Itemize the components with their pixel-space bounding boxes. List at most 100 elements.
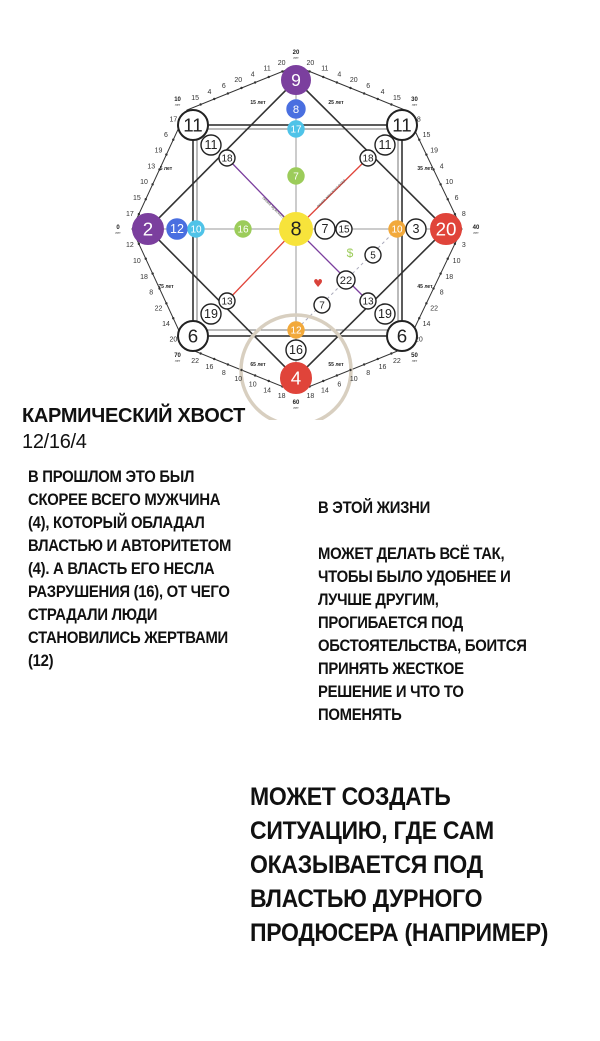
mid-age-label: 35 лет (417, 166, 433, 172)
edge-number: 10 (445, 179, 453, 186)
edge-tick (158, 168, 161, 171)
edge-tick (240, 368, 243, 372)
mid-age-label: 5 лет (160, 166, 173, 172)
matrix-node-tl: 11 (177, 109, 209, 141)
this-life-title: В ЭТОЙ ЖИЗНИ (318, 499, 431, 517)
node-circle (218, 149, 236, 167)
age-unit: лет (412, 103, 418, 107)
edge-number: 20 (415, 337, 423, 344)
edge-number: 15 (133, 195, 141, 202)
edge-number: 13 (147, 163, 155, 170)
edge-number: 14 (162, 321, 170, 328)
edge-number: 20 (307, 60, 315, 67)
edge-number: 20 (278, 60, 286, 67)
edge-number: 10 (234, 376, 242, 383)
node-value: 19 (378, 307, 392, 321)
age-unit: лет (412, 359, 418, 363)
node-circle (177, 109, 209, 141)
node-circle (386, 320, 418, 352)
edge-number: 20 (234, 77, 242, 84)
node-circle (314, 218, 336, 240)
edge-tick (267, 75, 270, 79)
edge-number: 4 (251, 71, 255, 78)
edge-tick (439, 183, 442, 186)
edge-tick (213, 97, 216, 101)
edge-tick (362, 363, 366, 366)
node-value: 8 (293, 104, 299, 116)
node-circle (177, 320, 209, 352)
edge-tick (308, 70, 311, 73)
matrix-node-tl3: 18 (218, 149, 236, 167)
node-circle (281, 65, 311, 95)
edge-number: 4 (381, 89, 385, 96)
node-circle (430, 213, 462, 245)
edge-tick (432, 287, 435, 290)
node-value: 12 (290, 325, 302, 336)
node-value: 2 (143, 218, 153, 239)
mid-age-label: 65 лет (250, 362, 266, 368)
node-circle (336, 270, 356, 290)
life-line: ОБСТОЯТЕЛЬСТВА, БОИТСЯ (318, 637, 527, 655)
matrix-node-br: 6 (386, 320, 418, 352)
edge-number: 22 (191, 358, 199, 365)
past-line: (12) (28, 652, 54, 670)
edge-tick (151, 272, 154, 275)
big-line: СИТУАЦИЮ, ГДЕ САМ (250, 817, 494, 845)
edge-tick (349, 86, 352, 90)
past-line: СТРАДАЛИ ЛЮДИ (28, 606, 158, 624)
past-line: (4), КОТОРЫЙ ОБЛАДАЛ (28, 514, 205, 532)
edge-tick (240, 86, 243, 90)
matrix-node-br3: 13 (359, 292, 377, 310)
matrix-node-bl2: 19 (200, 303, 222, 325)
node-value: 11 (392, 114, 411, 135)
age-label-right: 40 (473, 225, 480, 231)
edge-tick (425, 302, 428, 305)
edge-number: 10 (140, 179, 148, 186)
life-line: ПРОГИБАЕТСЯ ПОД (318, 614, 463, 632)
edge-number: 19 (430, 148, 438, 155)
edge-number: 20 (170, 337, 178, 344)
big-line: ВЛАСТЬЮ ДУРНОГО (250, 885, 483, 913)
edge-number: 14 (321, 387, 329, 394)
edge-tick (376, 357, 379, 361)
edge-number: 4 (337, 71, 341, 78)
edge-number: 18 (140, 274, 148, 281)
edge-number: 20 (350, 77, 358, 84)
node-circle (234, 220, 252, 238)
node-circle (313, 296, 331, 314)
edge-tick (213, 357, 216, 361)
age-label-bottom-left: 70 (174, 353, 181, 359)
node-circle (279, 212, 313, 246)
node-value: 7 (293, 171, 299, 182)
big-line: ПРОДЮСЕРА (НАПРИМЕР) (250, 919, 549, 947)
big-line: МОЖЕТ СОЗДАТЬ (250, 783, 451, 811)
past-line: СТАНОВИЛИСЬ ЖЕРТВАМИ (28, 629, 228, 647)
past-line: СКОРЕЕ ВСЕГО МУЖЧИНА (28, 491, 221, 509)
edge-number: 10 (249, 382, 257, 389)
matrix-node-right: 20 (430, 213, 462, 245)
node-value: 10 (190, 224, 202, 235)
karmic-tail-heading: КАРМИЧЕСКИЙ ХВОСТ 12/16/4 (22, 403, 245, 455)
age-unit: лет (175, 359, 181, 363)
life-line: ЛУЧШЕ ДРУГИМ, (318, 591, 439, 609)
matrix-node-tl2: 11 (200, 134, 222, 156)
node-value: 7 (319, 300, 325, 311)
edge-number: 8 (149, 290, 153, 297)
node-circle (335, 220, 353, 238)
edge-tick (165, 302, 168, 305)
money-icon: $ (347, 246, 354, 260)
node-circle (374, 303, 396, 325)
edge-number: 4 (208, 89, 212, 96)
matrix-node-c-r2: 15 (335, 220, 353, 238)
node-value: 7 (322, 222, 329, 236)
node-circle (287, 120, 305, 138)
edge-tick (253, 81, 257, 84)
node-circle (285, 339, 307, 361)
edge-number: 11 (321, 66, 328, 73)
age-unit: лет (473, 231, 479, 235)
edge-tick (144, 257, 147, 260)
matrix-node-c-r1: 7 (314, 218, 336, 240)
edge-tick (322, 379, 325, 383)
mid-age-label: 15 лет (250, 100, 266, 106)
